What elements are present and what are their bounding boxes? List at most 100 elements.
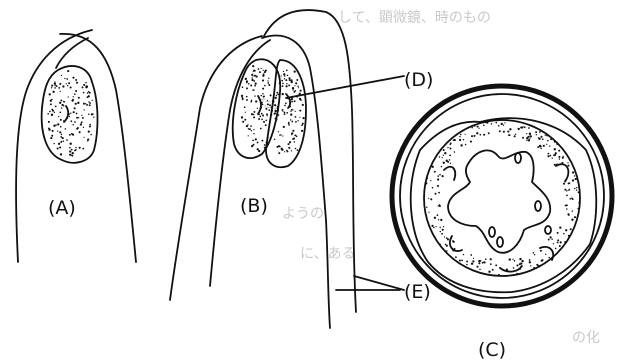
stipple-dot <box>87 92 89 94</box>
stipple-dot <box>545 254 546 255</box>
stipple-dot <box>61 75 62 76</box>
figure-c-organelle-4 <box>497 237 503 247</box>
stipple-dot <box>535 131 537 133</box>
stipple-dot <box>248 135 249 136</box>
stipple-dot <box>278 114 280 116</box>
stipple-dot <box>471 263 473 265</box>
stipple-dot <box>300 90 302 92</box>
stipple-dot <box>59 131 61 133</box>
stipple-dot <box>522 137 524 139</box>
stipple-dot <box>70 86 72 88</box>
stipple-dot <box>547 155 549 157</box>
stipple-dot <box>572 179 574 181</box>
stipple-dot <box>294 100 296 102</box>
stipple-dot <box>71 149 73 151</box>
stipple-dot <box>282 109 284 111</box>
stipple-dot <box>536 264 538 266</box>
stipple-dot <box>54 82 56 84</box>
stipple-dot <box>500 267 501 268</box>
stipple-dot <box>51 109 53 111</box>
stipple-dot <box>268 84 270 86</box>
stipple-dot <box>263 73 265 75</box>
stipple-dot <box>438 205 440 207</box>
stipple-dot <box>478 260 480 262</box>
stipple-dot <box>55 124 56 125</box>
label-a: (A) <box>48 197 76 219</box>
stipple-dot <box>57 147 59 149</box>
stipple-dot <box>297 120 298 121</box>
stipple-dot <box>537 146 539 148</box>
stipple-dot <box>465 144 467 146</box>
stipple-dot <box>89 104 91 106</box>
stipple-dot <box>556 143 558 145</box>
stipple-dot <box>578 191 580 193</box>
stipple-dot <box>74 121 75 122</box>
stipple-dot <box>449 155 451 157</box>
stipple-dot <box>72 152 74 154</box>
stipple-dot <box>269 104 271 106</box>
stipple-dot <box>523 126 524 127</box>
stipple-dot <box>289 141 291 143</box>
stipple-dot <box>262 104 263 105</box>
stipple-dot <box>242 121 244 123</box>
stipple-dot <box>442 157 443 158</box>
stipple-dot <box>254 75 256 77</box>
stipple-dot <box>566 195 568 197</box>
stipple-dot <box>259 116 261 118</box>
stipple-dot <box>84 109 85 110</box>
stipple-dot <box>77 102 78 103</box>
stipple-dot <box>557 239 559 241</box>
stipple-dot <box>546 144 547 145</box>
stipple-dot <box>533 267 535 269</box>
stipple-dot <box>245 78 247 80</box>
stipple-dot <box>253 144 255 146</box>
stipple-dot <box>277 108 278 109</box>
stipple-dot <box>454 248 456 250</box>
stipple-dot <box>63 120 64 121</box>
stipple-dot <box>526 133 527 134</box>
stipple-dot <box>290 111 291 112</box>
stipple-dot <box>503 124 504 125</box>
stipple-dot <box>284 112 286 114</box>
stipple-dot <box>75 149 77 151</box>
stipple-dot <box>557 242 559 244</box>
stipple-dot <box>284 78 285 79</box>
figure-a-nucleolus <box>64 106 68 122</box>
stipple-dot <box>437 214 439 216</box>
stipple-dot <box>529 132 531 134</box>
stipple-dot <box>284 151 285 152</box>
stipple-dot <box>70 143 72 145</box>
stipple-dot <box>287 97 289 99</box>
stipple-dot <box>528 127 530 129</box>
stipple-dot <box>270 94 272 96</box>
stipple-dot <box>495 122 497 124</box>
stipple-dot <box>559 245 561 247</box>
stipple-dot <box>286 70 288 72</box>
stipple-dot <box>568 182 570 184</box>
stipple-dot <box>75 79 77 81</box>
stipple-dot <box>266 113 268 115</box>
stipple-dot <box>550 138 552 140</box>
stipple-dot <box>472 260 474 262</box>
stipple-dot <box>54 87 56 89</box>
stipple-dot <box>291 96 293 98</box>
stipple-dot <box>253 111 255 113</box>
stipple-dot <box>88 91 89 92</box>
stipple-dot <box>57 123 59 125</box>
stipple-dot <box>563 183 565 185</box>
stipple-dot <box>83 137 84 138</box>
stipple-dot <box>83 127 84 128</box>
stipple-dot <box>66 139 68 141</box>
stipple-dot <box>556 163 557 164</box>
stipple-dot <box>62 85 64 87</box>
stipple-dot <box>459 139 461 141</box>
stipple-dot <box>478 262 480 264</box>
stipple-dot <box>559 158 561 160</box>
bleed-line-1: して、顕微鏡、時のもの <box>338 10 491 26</box>
stipple-dot <box>78 97 80 99</box>
stipple-dot <box>477 126 479 128</box>
stipple-dot <box>73 111 75 113</box>
stipple-dot <box>577 208 578 209</box>
stipple-dot <box>262 93 264 95</box>
